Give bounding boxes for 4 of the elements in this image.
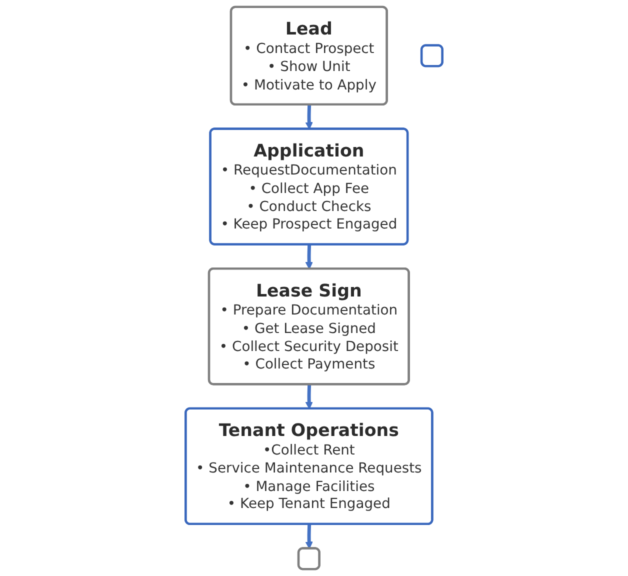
arrow bbox=[305, 524, 313, 550]
arrow bbox=[305, 244, 313, 270]
arrow bbox=[305, 104, 313, 130]
arrow bbox=[305, 384, 313, 410]
